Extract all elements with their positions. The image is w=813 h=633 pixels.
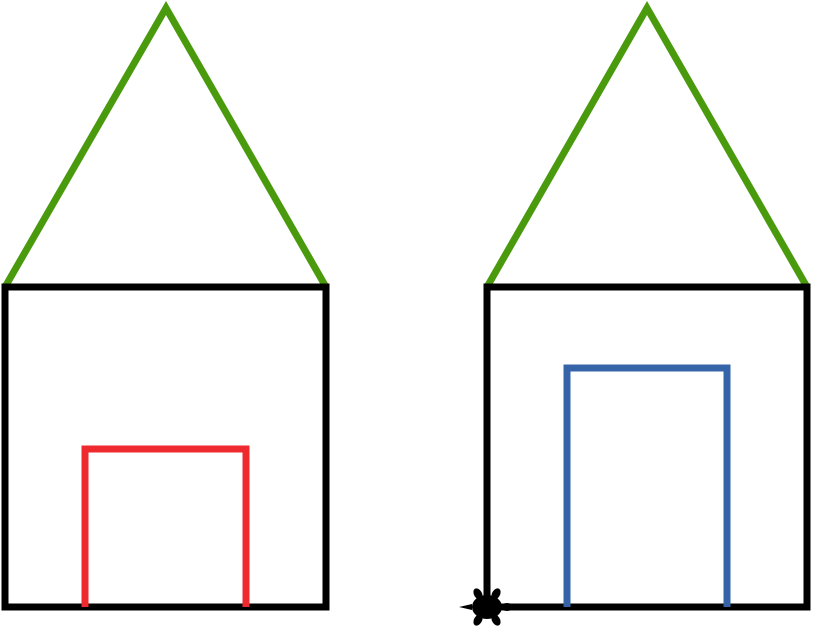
turtle-icon xyxy=(459,588,513,626)
turtle-head xyxy=(501,603,513,611)
right-house-roof xyxy=(483,0,811,289)
turtle-tail xyxy=(459,604,472,610)
turtle-shell xyxy=(472,595,502,619)
turtle-leg-back-top xyxy=(473,588,483,600)
left-house xyxy=(1,0,330,611)
turtle-leg-front-bottom xyxy=(491,614,501,626)
left-house-wall xyxy=(1,283,330,611)
left-house-door xyxy=(81,445,250,607)
turtle-leg-back-bottom xyxy=(473,614,483,626)
right-house-door xyxy=(563,364,731,607)
right-house-wall xyxy=(483,283,811,611)
left-house-roof xyxy=(1,0,330,289)
turtle-leg-front-top xyxy=(491,588,501,600)
right-house xyxy=(483,0,811,611)
